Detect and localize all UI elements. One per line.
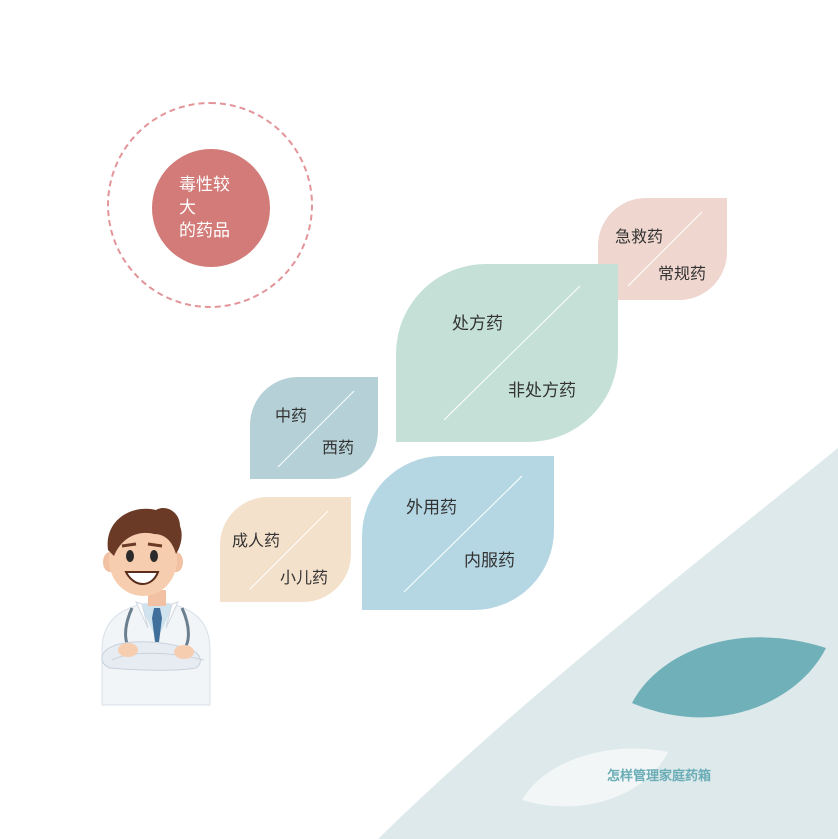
label-otc: 非处方药 bbox=[508, 381, 576, 401]
divider-line bbox=[249, 510, 329, 590]
label-external: 外用药 bbox=[406, 498, 457, 518]
label-emergency: 急救药 bbox=[615, 227, 664, 246]
leaf-external-internal: 外用药 内服药 bbox=[362, 456, 554, 610]
toxic-line1: 毒性较大 bbox=[179, 174, 230, 218]
label-child: 小儿药 bbox=[280, 568, 329, 587]
doctor-illustration bbox=[101, 507, 211, 706]
divider-line bbox=[627, 211, 703, 287]
label-chinese-medicine: 中药 bbox=[275, 406, 308, 425]
label-regular: 常规药 bbox=[658, 264, 707, 283]
leaf-prescription-otc: 处方药 非处方药 bbox=[396, 264, 618, 442]
divider-line bbox=[403, 475, 523, 593]
tie-icon bbox=[152, 608, 162, 642]
leaf-chinese-western: 中药 西药 bbox=[250, 377, 378, 479]
leaf-adult-child: 成人药 小儿药 bbox=[220, 497, 351, 602]
divider-line bbox=[443, 285, 581, 421]
toxic-drugs-label: 毒性较大 的药品 bbox=[179, 174, 243, 243]
white-leaf-decoration bbox=[522, 748, 668, 807]
dashed-ring bbox=[107, 102, 313, 308]
label-internal: 内服药 bbox=[464, 551, 515, 571]
teal-leaf-decoration bbox=[632, 637, 826, 718]
label-adult: 成人药 bbox=[232, 531, 281, 550]
toxic-drugs-circle: 毒性较大 的药品 bbox=[152, 149, 270, 267]
label-prescription: 处方药 bbox=[452, 314, 503, 334]
label-western-medicine: 西药 bbox=[322, 438, 355, 457]
divider-line bbox=[277, 390, 355, 468]
footer-title: 怎样管理家庭药箱 bbox=[607, 769, 712, 784]
toxic-line2: 的药品 bbox=[179, 220, 230, 241]
leaf-emergency-regular: 急救药 常规药 bbox=[598, 198, 727, 300]
